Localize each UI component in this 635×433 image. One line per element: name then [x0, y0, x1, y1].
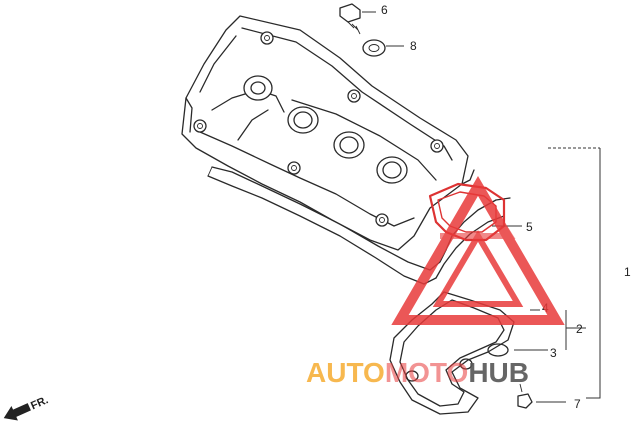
callout-7: 7	[574, 397, 581, 411]
watermark-part-c: HUB	[468, 357, 529, 388]
fr-label: FR.	[29, 394, 50, 412]
watermark-part-b: MOTO	[385, 357, 468, 388]
cylinder-head-cover	[181, 15, 475, 251]
callout-6: 6	[381, 3, 388, 17]
bolt-6	[339, 3, 361, 35]
seal-washer-8	[362, 39, 386, 57]
callout-1: 1	[624, 265, 631, 279]
watermark-text-auto: AUTOMOTOHUB	[306, 357, 529, 388]
front-direction-arrow: FR.	[3, 394, 50, 421]
callout-5: 5	[526, 220, 533, 234]
bolt-7	[517, 383, 533, 409]
watermark-part-a: AUTO	[306, 357, 385, 388]
callout-3: 3	[550, 346, 557, 360]
callout-2: 2	[576, 322, 583, 336]
callout-8: 8	[410, 39, 417, 53]
watermark-logo	[391, 176, 565, 325]
